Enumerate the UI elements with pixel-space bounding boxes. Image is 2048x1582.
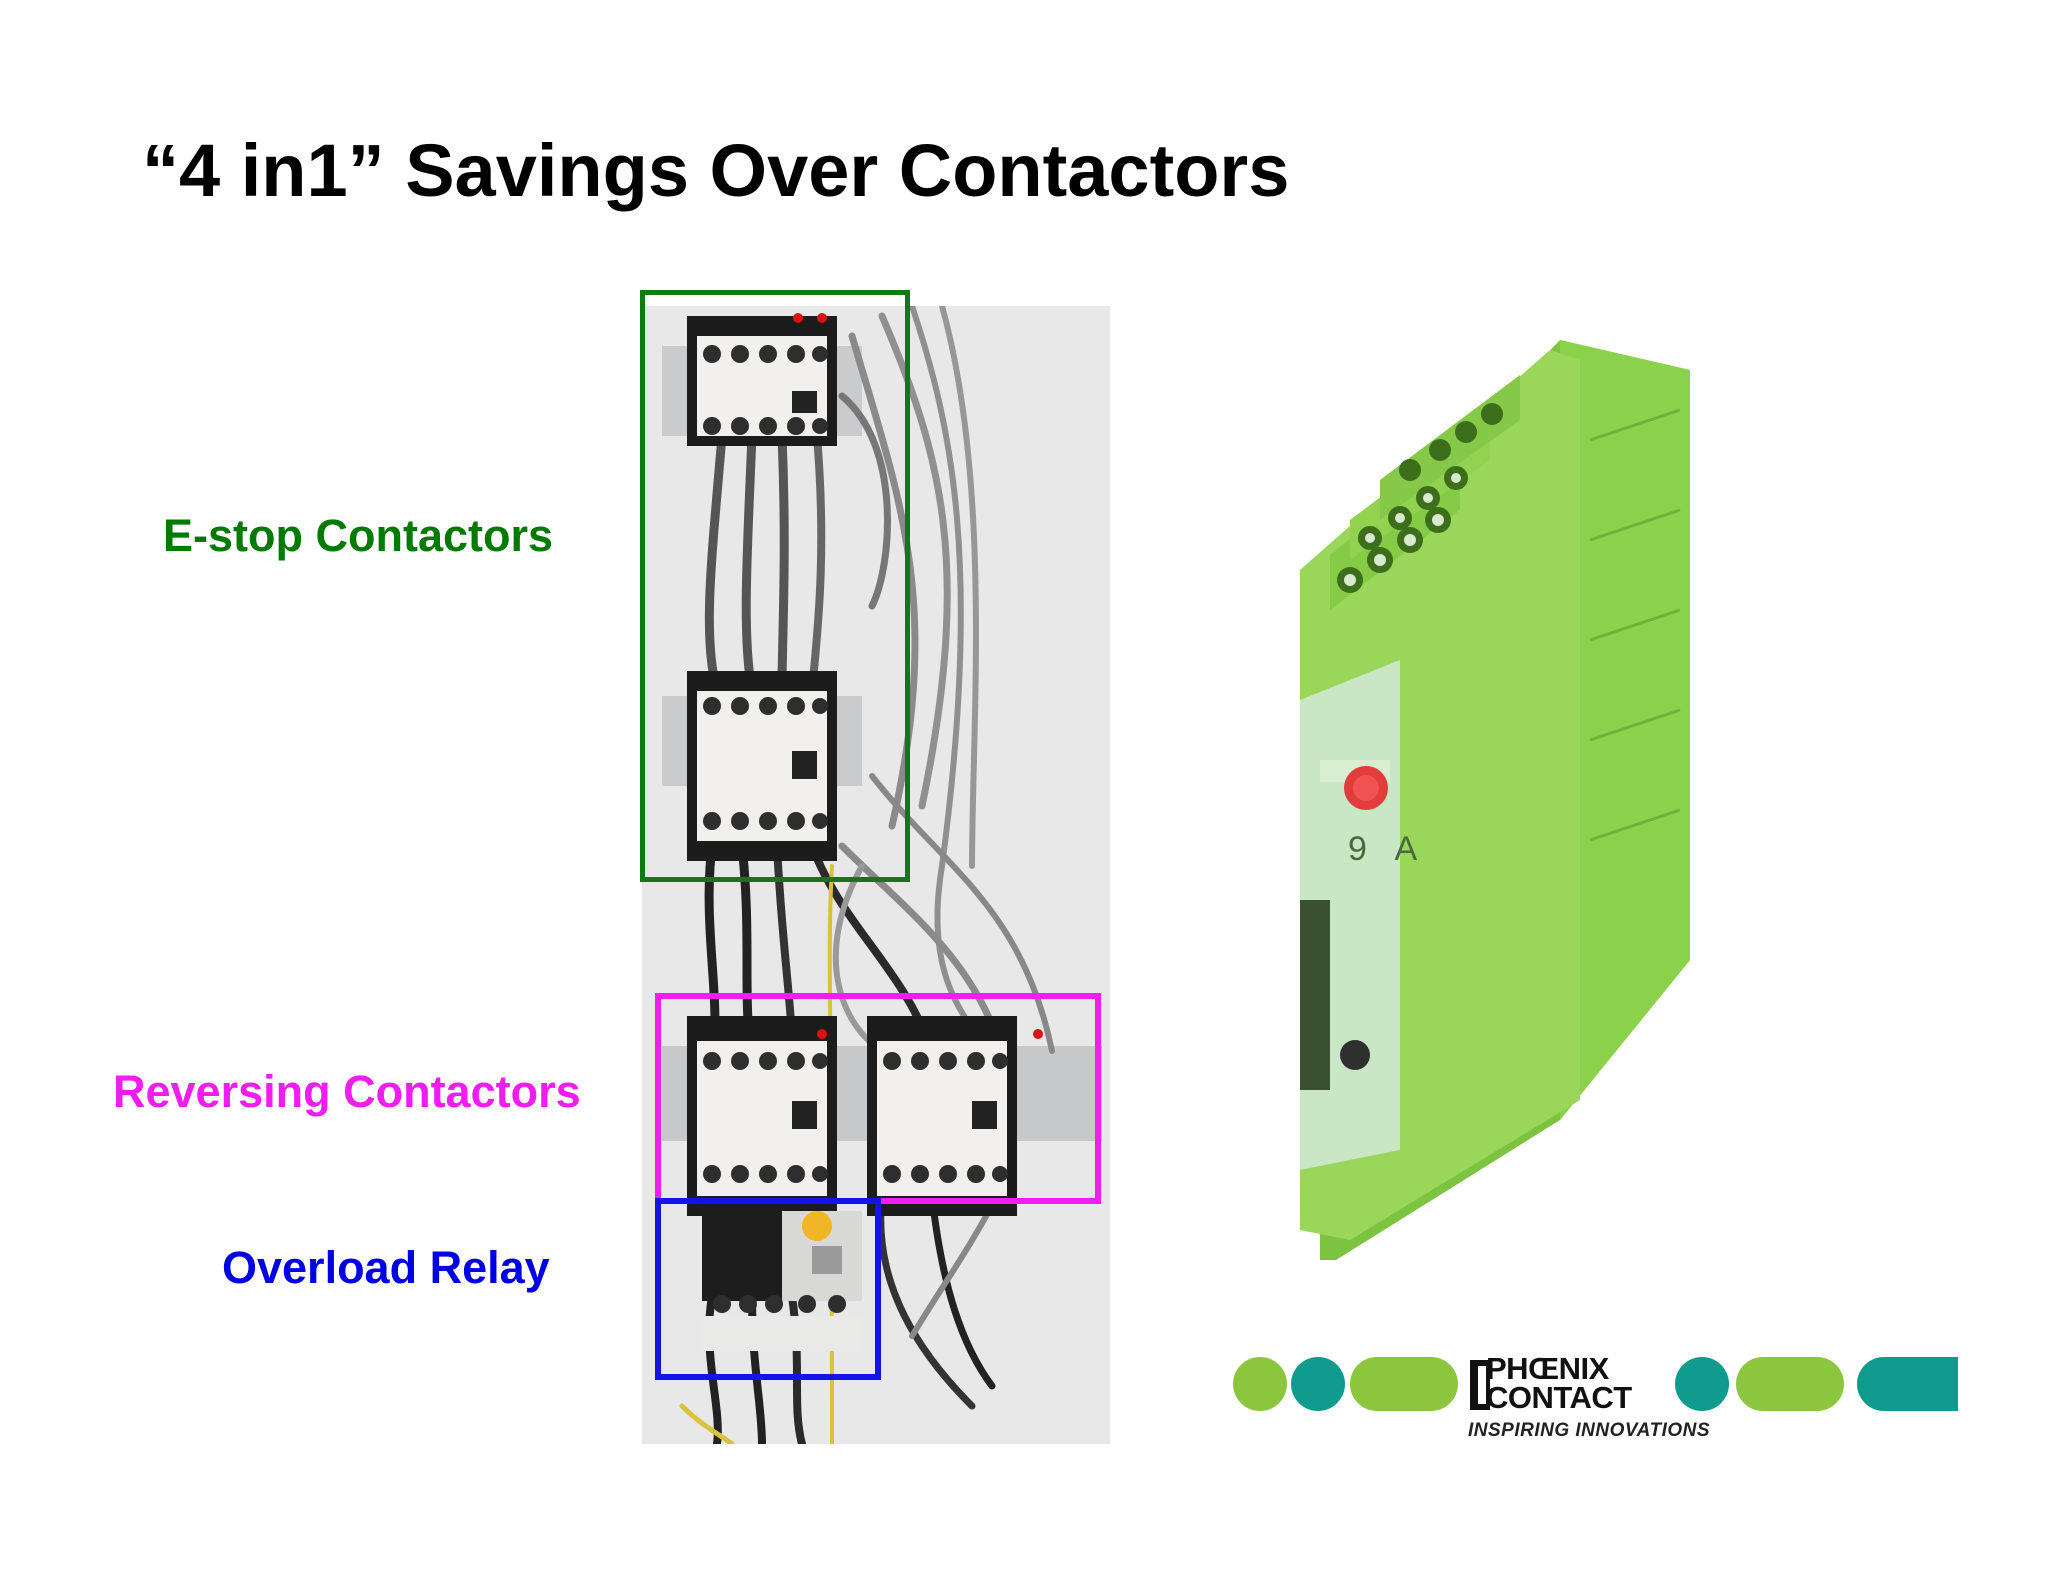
logo-tagline: INSPIRING INNOVATIONS <box>1468 1420 1711 1441</box>
phoenix-contact-logo <box>1233 1357 1958 1411</box>
logo-line-1: PHŒNIX <box>1486 1351 1609 1386</box>
contactor-panel-illustration <box>642 306 1110 1444</box>
overload-highlight-box <box>655 1198 881 1380</box>
slide-title: “4 in1” Savings Over Contactors <box>142 129 1290 212</box>
estop-highlight-box <box>640 290 910 882</box>
estop-contactors-label: E-stop Contactors <box>163 510 554 561</box>
motor-starter-illustration <box>1300 340 1690 1270</box>
reversing-highlight-box <box>655 993 1101 1204</box>
contactor-panel-photo <box>642 306 1110 1444</box>
logo-line-2: CONTACT <box>1486 1380 1632 1415</box>
hybrid-motor-starter-photo: 9 A <box>1260 340 1700 1270</box>
overload-relay-label: Overload Relay <box>222 1242 550 1293</box>
reversing-contactors-label: Reversing Contactors <box>113 1066 581 1117</box>
current-rating-marking: 9 A <box>1348 830 1428 868</box>
logo-wordmark: PHŒNIX CONTACT <box>1486 1351 1632 1415</box>
